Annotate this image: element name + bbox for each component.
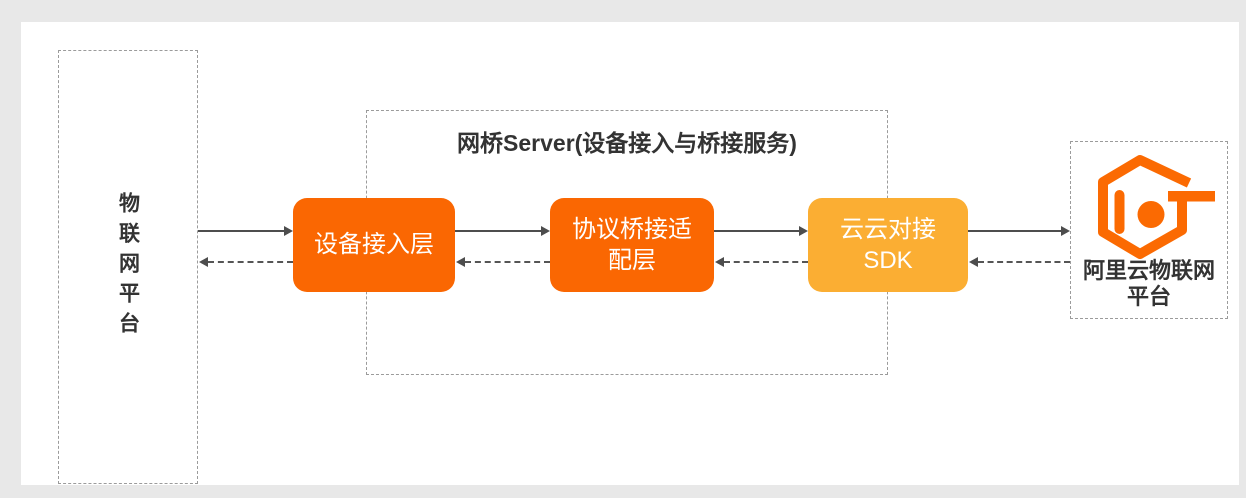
- protocol-bridge-adapter-node: 协议桥接适 配层: [550, 198, 714, 292]
- cloud-cloud-sdk-node: 云云对接 SDK: [808, 198, 968, 292]
- aliyun-iot-platform-label: 阿里云物联网 平台: [1082, 258, 1215, 310]
- arrowhead-right-icon: [799, 226, 808, 236]
- aliyun-iot-logo-icon: [1098, 155, 1215, 259]
- arrowhead-right-icon: [541, 226, 550, 236]
- bridge-server-title: 网桥Server(设备接入与桥接服务): [457, 130, 797, 156]
- arrow-solid-adapter-to-sdk: [714, 226, 808, 236]
- iot-platform-label: 物联网平台: [116, 192, 140, 342]
- diagram-canvas: 物联网平台 网桥Server(设备接入与桥接服务) 设备接入层 协议桥接适 配层…: [21, 22, 1239, 485]
- iot-platform-box: 物联网平台: [58, 50, 198, 484]
- arrow-solid-left-to-access: [198, 226, 293, 236]
- arrowhead-left-icon: [969, 257, 978, 267]
- device-access-layer-node: 设备接入层: [293, 198, 455, 292]
- arrow-dashed-sdk-to-adapter: [715, 257, 808, 267]
- arrowhead-right-icon: [284, 226, 293, 236]
- arrowhead-right-icon: [1061, 226, 1070, 236]
- arrow-dashed-adapter-to-access: [456, 257, 550, 267]
- arrow-solid-access-to-adapter: [455, 226, 550, 236]
- arrow-dashed-aliyun-to-sdk: [969, 257, 1070, 267]
- aliyun-iot-platform-box: 阿里云物联网 平台: [1070, 141, 1228, 319]
- arrowhead-left-icon: [456, 257, 465, 267]
- arrow-solid-sdk-to-aliyun: [968, 226, 1070, 236]
- arrow-dashed-access-to-left: [199, 257, 293, 267]
- arrowhead-left-icon: [715, 257, 724, 267]
- arrowhead-left-icon: [199, 257, 208, 267]
